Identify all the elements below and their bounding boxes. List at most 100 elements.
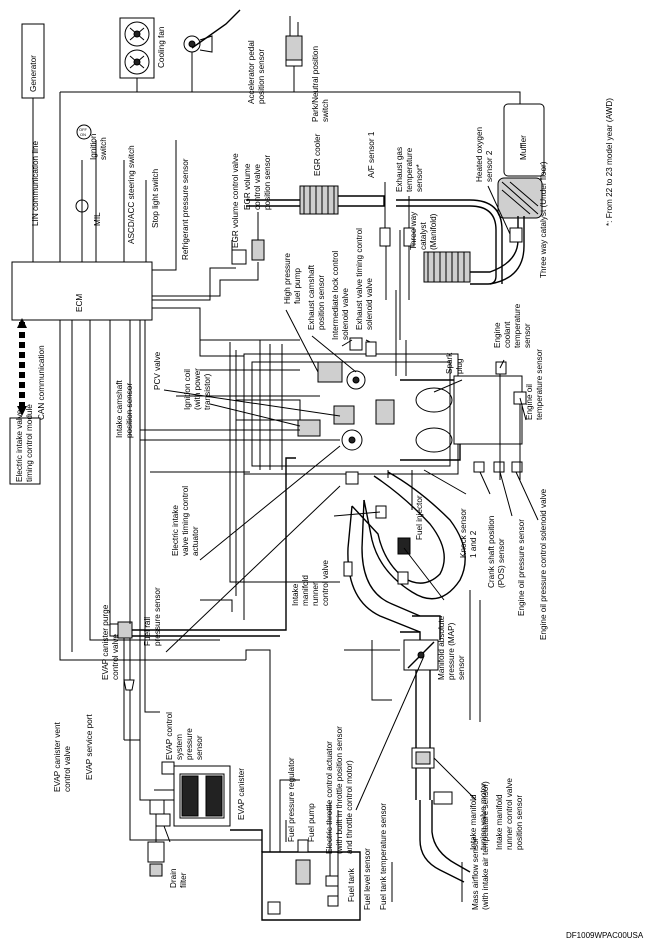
- eivt-module-label-2: timing control module: [25, 404, 34, 482]
- engine-oil-temp-label-2: temperature sensor: [535, 349, 544, 420]
- engine-block: [236, 337, 527, 485]
- af-sensor-label: A/F sensor 1: [367, 131, 376, 178]
- generator: Generator: [21, 23, 45, 99]
- air-cleaner: [419, 791, 471, 883]
- oil-pressure-sol-label: Engine oil pressure control solenoid val…: [539, 488, 548, 640]
- imrc-valve-label-2: manifold: [301, 575, 310, 606]
- evap-vent-label-1: EVAP canister vent: [53, 721, 62, 792]
- knock-sensor-label-2: 1 and 2: [469, 530, 478, 558]
- oil-pressure-label: Engine oil pressure sensor: [517, 519, 526, 616]
- engine-coolant-label-1: Engine: [493, 322, 502, 348]
- engine-coolant-label-2: coolant: [503, 321, 512, 348]
- exhaust-gas-temp-label-1: Exhaust gas: [395, 147, 404, 192]
- map-label-1: Manifold absolute: [437, 615, 446, 680]
- accelerator-pedal-label-2: position sensor: [257, 49, 266, 104]
- park-neutral-switch: Park/Neutral position switch: [285, 16, 330, 122]
- egr-cooler: EGR cooler: [299, 133, 339, 215]
- eivt-actuator-label-2: valve timing control: [181, 486, 190, 556]
- map-label-3: sensor: [457, 655, 466, 680]
- evap-vent-valve: EVAP canister vent control valve: [53, 721, 72, 792]
- intake-manifold: [343, 471, 466, 633]
- can-label: CAN communication: [37, 345, 46, 420]
- evap-purge-label-2: control valve: [111, 634, 120, 680]
- fuel-tank: [261, 839, 361, 921]
- fuel-tank-temp-label: Fuel tank temperature sensor: [379, 803, 388, 910]
- intake-cam-label-1: Intake camshaft: [115, 379, 124, 438]
- evap-pressure-label-3: pressure: [185, 728, 194, 760]
- mil-label: MIL: [93, 212, 102, 226]
- ascd-switch-label: ASCD/ACC steering switch: [127, 145, 136, 244]
- engine-oil-temp-label-1: Engine oil: [525, 384, 534, 420]
- intake-tuning-label-1: Intake manifold: [469, 794, 478, 850]
- evap-canister-label: EVAP canister: [237, 768, 246, 820]
- evap-purge-valve: EVAP canister purge control valve: [101, 604, 133, 680]
- refrigerant-label: Refrigerant pressure sensor: [181, 158, 190, 260]
- eivt-actuator-label-3: actuator: [191, 526, 200, 556]
- mass-airflow-sensor: [411, 747, 435, 769]
- af-sensor-1: [379, 182, 391, 247]
- ecm: ECM: [11, 261, 153, 321]
- stop-lamp-label: Stop light switch: [151, 168, 160, 228]
- muffler-label: Muffler: [519, 135, 528, 160]
- ignition-on: ON: [80, 132, 86, 137]
- evap-pressure-label-1: EVAP control: [165, 712, 174, 760]
- evap-vent-label-2: control valve: [63, 746, 72, 792]
- pcv-valve-label: PCV valve: [153, 351, 162, 390]
- ignition-off-on: OFF: [79, 127, 88, 132]
- ignition-label-1: Ignition: [89, 133, 98, 160]
- fuel-pressure-reg-label: Fuel pressure regulator: [287, 757, 296, 842]
- exhaust-gas-temp-label-2: temperature: [405, 147, 414, 192]
- imrc-pos-label-1: Intake manifold: [495, 794, 504, 850]
- imrc-pos-label-3: position sensor: [515, 795, 524, 850]
- hp-fuel-pump-label-2: fuel pump: [293, 268, 302, 304]
- drain-filter: Drain filter: [147, 841, 188, 888]
- drain-filter-label-1: Drain: [169, 868, 178, 888]
- evap-pressure-sensor: EVAP control system pressure sensor: [161, 712, 204, 775]
- exhaust-cam-label-1: Exhaust camshaft: [307, 264, 316, 330]
- park-neutral-label-2: switch: [321, 99, 330, 122]
- ignition-label-2: switch: [99, 137, 108, 160]
- lin-label: LIN communication line: [31, 140, 40, 226]
- egr-cooler-label: EGR cooler: [313, 133, 322, 176]
- egr-valve-pos-label-2: control valve: [253, 164, 262, 210]
- fuel-level-label: Fuel level sensor: [363, 848, 372, 910]
- exhaust-gas-temp-label-3: sensor*: [415, 163, 424, 192]
- evap-service-port: EVAP service port: [85, 679, 135, 780]
- park-neutral-label-1: Park/Neutral position: [311, 46, 320, 122]
- imrc-pos-label-2: runner control valve: [505, 778, 514, 850]
- exhaust-vt-label-1: Exhaust valve timing control: [355, 228, 364, 330]
- generator-label: Generator: [29, 55, 38, 92]
- muffler: Muffler: [503, 103, 545, 177]
- exhaust-vt-label-2: solenoid valve: [365, 278, 374, 330]
- crank-pos-label-2: (POS) sensor: [497, 538, 506, 588]
- engine-coolant-label-4: sensor: [523, 323, 532, 348]
- twc-manifold-label-2: catalyst: [419, 222, 428, 250]
- imrc-valve-label-3: runner: [311, 582, 320, 606]
- mil: MIL: [75, 199, 102, 226]
- imrc-valve-label-1: Intake: [291, 583, 300, 606]
- fuel-rail-label-2: pressure sensor: [153, 587, 162, 646]
- egr-valve-label: EGR volume control valve: [231, 153, 240, 248]
- imrc-valve-label-4: control valve: [321, 560, 330, 606]
- eivt-module: Electric intake valve timing control mod…: [9, 404, 41, 485]
- drain-filter-label-2: filter: [179, 872, 188, 888]
- eivt-module-label-1: Electric intake valve: [15, 409, 24, 482]
- heated-o2-label-2: sensor 2: [485, 150, 494, 182]
- evap-purge-label-1: EVAP canister purge: [101, 604, 110, 680]
- hp-fuel-pump-label-1: High pressure: [283, 253, 292, 304]
- twc-underfloor-label: Three way catalyst (Under floor): [539, 161, 548, 278]
- evap-vent-valve-body: [149, 799, 171, 827]
- fuel-pump-label: Fuel pump: [307, 803, 316, 842]
- twc-manifold-label-1: Three way: [409, 211, 418, 250]
- evap-canister: EVAP canister: [173, 765, 246, 827]
- exhaust-cam-label-2: position sensor: [317, 275, 326, 330]
- twc-manifold-label-3: (Manifold): [429, 213, 438, 250]
- throttle-body: [403, 639, 439, 671]
- heated-oxygen-sensor-2: Heated oxygen sensor 2: [475, 126, 494, 182]
- spark-plug-label-2: plug: [455, 358, 464, 374]
- figure-code: DF1009WPAC00USA: [566, 931, 644, 940]
- accelerator-pedal-label-1: Accelerator pedal: [247, 40, 256, 104]
- evap-pressure-label-4: sensor: [195, 735, 204, 760]
- cooling-fan: Cooling fan: [119, 17, 166, 79]
- crank-pos-label-1: Crank shaft position: [487, 515, 496, 588]
